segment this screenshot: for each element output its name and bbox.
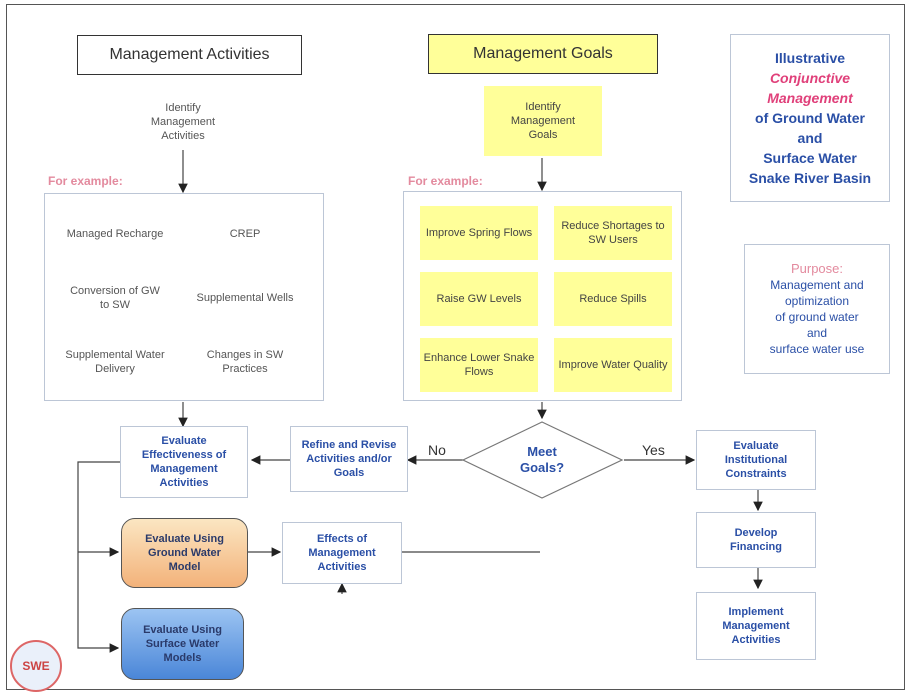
implement-box: Implement Management Activities [696,592,816,660]
goal-item: Improve Water Quality [554,338,672,392]
evaluate-effectiveness-box: Evaluate Effectiveness of Management Act… [120,426,248,498]
decision-diamond [461,421,624,499]
title-line: of Ground Water [755,110,865,126]
identify-goals: Identify Management Goals [484,86,602,156]
title-line: Snake River Basin [748,170,872,186]
purpose-line: and [806,326,828,340]
goal-item: Improve Spring Flows [420,206,538,260]
meet-goals-label: Meet Goals? [519,444,565,475]
swe-logo: SWE [10,640,62,692]
yes-label: Yes [642,442,665,458]
title-box: Illustrative Conjunctive Management of G… [730,34,890,202]
goal-item: Enhance Lower Snake Flows [420,338,538,392]
for-example-left: For example: [48,174,123,188]
activity-item: Changes in SW Practices [206,349,284,375]
gw-model-box: Evaluate Using Ground Water Model [121,518,248,588]
goals-header: Management Goals [428,34,658,74]
goal-item: Reduce Spills [554,272,672,326]
title-line: Illustrative [774,50,846,66]
develop-financing-box: Develop Financing [696,512,816,568]
purpose-line: Management and [770,278,864,292]
title-line: and [797,130,823,146]
purpose-line: optimization [784,294,850,308]
sw-models-box: Evaluate Using Surface Water Models [121,608,244,680]
effects-box: Effects of Management Activities [282,522,402,584]
goals-box: Improve Spring Flows Reduce Shortages to… [403,191,682,401]
goal-item: Raise GW Levels [420,272,538,326]
purpose-label: Purpose: [790,261,844,276]
title-line: Management [767,90,853,106]
activity-item: Supplemental Water Delivery [65,349,165,375]
activity-item: Managed Recharge [66,228,164,240]
for-example-right: For example: [408,174,483,188]
activity-item: Supplemental Wells [196,292,294,304]
purpose-line: surface water use [769,342,865,356]
goal-item: Reduce Shortages to SW Users [554,206,672,260]
activities-header: Management Activities [77,35,302,75]
activities-box: Managed Recharge CREP Conversion of GW t… [44,193,324,401]
no-label: No [428,442,446,458]
title-line: Conjunctive [769,70,851,86]
activity-item: Conversion of GW to SW [70,285,160,311]
evaluate-institutional-box: Evaluate Institutional Constraints [696,430,816,490]
purpose-box: Purpose: Management and optimization of … [744,244,890,374]
refine-revise-box: Refine and Revise Activities and/or Goal… [290,426,408,492]
title-line: Surface Water [763,150,857,166]
activity-item: CREP [229,228,261,240]
purpose-line: of ground water [775,310,859,324]
identify-activities: Identify Management Activities [150,102,216,142]
